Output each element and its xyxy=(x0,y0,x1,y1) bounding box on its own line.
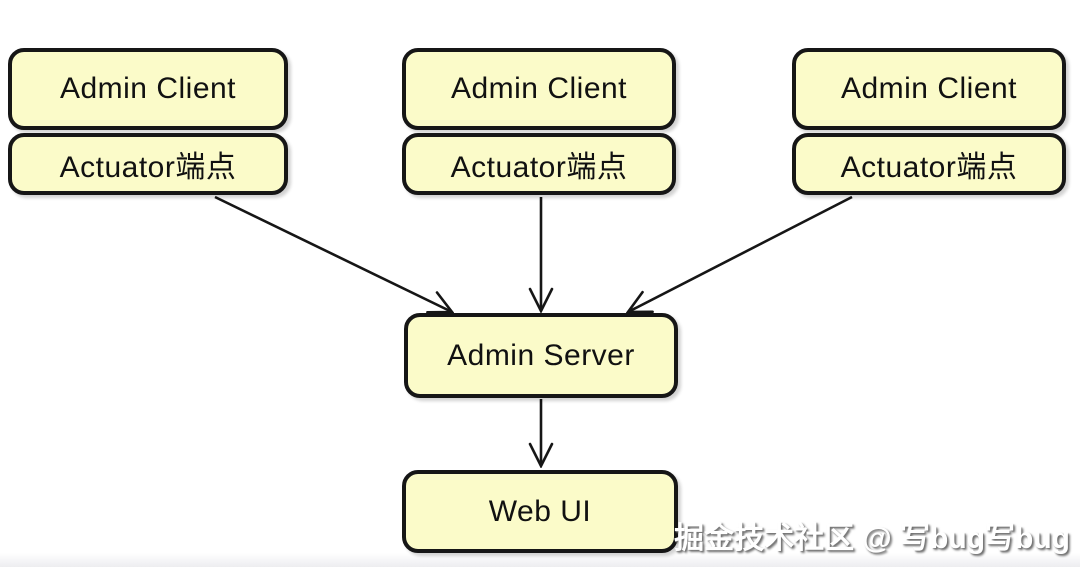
admin-server-label: Admin Server xyxy=(447,338,635,372)
actuator-endpoint-box-2: Actuator端点 xyxy=(402,133,676,195)
bottom-fade-strip xyxy=(0,553,1080,567)
admin-client-label-1: Admin Client xyxy=(59,72,237,105)
admin-client-label-3: Admin Client xyxy=(840,72,1018,105)
web-ui-box: Web UI xyxy=(402,470,678,553)
admin-client-box-3: Admin Client xyxy=(792,48,1066,130)
actuator-endpoint-label-2: Actuator端点 xyxy=(450,151,628,184)
web-ui-label: Web UI xyxy=(488,494,592,528)
actuator-endpoint-box-3: Actuator端点 xyxy=(792,133,1066,195)
actuator-endpoint-label-1: Actuator端点 xyxy=(59,151,237,184)
actuator-endpoint-box-1: Actuator端点 xyxy=(8,133,288,195)
actuator-endpoint-label-3: Actuator端点 xyxy=(840,151,1018,184)
watermark-text: 掘金技术社区 @ 写bug写bug xyxy=(674,522,1070,555)
admin-client-box-1: Admin Client xyxy=(8,48,288,130)
admin-client-box-2: Admin Client xyxy=(402,48,676,130)
arrow-client3-to-server xyxy=(628,195,853,312)
admin-server-box: Admin Server xyxy=(404,313,678,398)
arrow-client1-to-server xyxy=(214,195,452,312)
admin-client-label-2: Admin Client xyxy=(450,72,628,105)
